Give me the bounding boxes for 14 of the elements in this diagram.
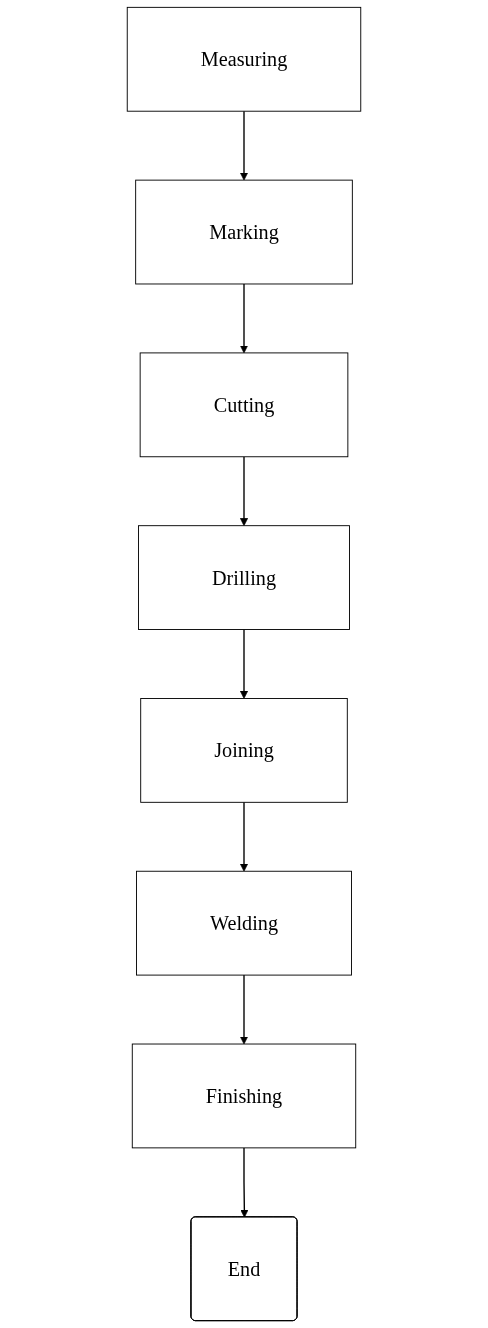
node-box: Joining xyxy=(140,698,348,803)
node-box: Welding xyxy=(136,870,352,976)
node-box: Finishing xyxy=(131,1043,357,1149)
node-box: Measuring xyxy=(126,6,362,112)
arrow xyxy=(240,1147,249,1218)
node-box: Drilling xyxy=(138,525,350,630)
arrow xyxy=(239,456,249,527)
arrow xyxy=(239,974,249,1045)
node-box: Cutting xyxy=(139,352,349,458)
arrow xyxy=(239,283,249,354)
arrow xyxy=(239,801,249,872)
arrow xyxy=(239,628,249,699)
node-box: Marking xyxy=(135,179,353,285)
arrow xyxy=(239,110,249,181)
